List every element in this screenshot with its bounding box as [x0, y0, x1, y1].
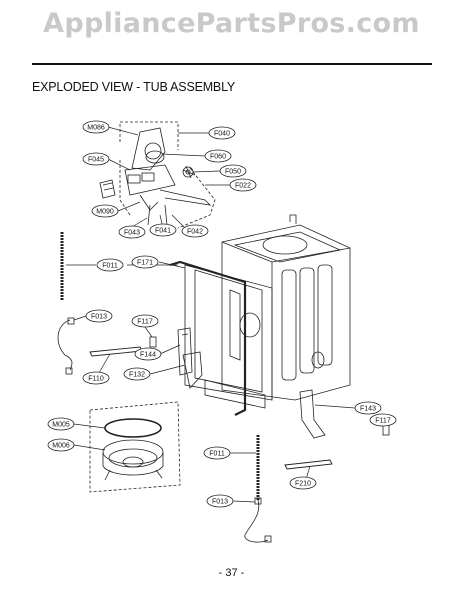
svg-text:F011: F011 [209, 451, 225, 458]
label-f117-left: F117 [131, 314, 159, 328]
label-f040: F040 [208, 126, 236, 140]
pump-assembly-drawing [102, 418, 164, 481]
label-f011-right: F011 [203, 446, 231, 460]
left-bracket-drawing [177, 327, 193, 376]
label-f045: F045 [82, 152, 110, 166]
svg-text:F013: F013 [212, 499, 228, 506]
svg-text:F143: F143 [360, 406, 376, 413]
label-f013-right: F013 [206, 494, 234, 508]
left-clip-drawing [149, 336, 157, 348]
svg-text:F060: F060 [210, 154, 226, 161]
label-f042: F042 [181, 224, 209, 238]
label-m090: M090 [91, 204, 119, 218]
svg-text:M090: M090 [96, 209, 114, 216]
header-rule [32, 63, 432, 65]
svg-text:F210: F210 [295, 481, 311, 488]
svg-text:F171: F171 [137, 260, 153, 267]
label-f013-left: F013 [85, 309, 113, 323]
svg-text:F117: F117 [375, 418, 391, 425]
left-plate-drawing [182, 351, 203, 389]
label-f050: F050 [219, 164, 247, 178]
label-f022: F022 [229, 178, 257, 192]
svg-text:F041: F041 [155, 228, 171, 235]
label-f132: F132 [123, 367, 151, 381]
right-clip-drawing [382, 424, 390, 436]
label-f210: F210 [289, 476, 317, 490]
page-title: EXPLODED VIEW - TUB ASSEMBLY [32, 80, 236, 94]
left-cord-drawing [57, 317, 75, 375]
svg-text:F117: F117 [137, 319, 153, 326]
svg-text:F011: F011 [102, 263, 118, 270]
label-f011-left: F011 [96, 258, 124, 272]
label-f043: F043 [118, 225, 146, 239]
sump-group-boundary [119, 121, 216, 229]
label-m006: M006 [47, 438, 75, 452]
svg-text:F013: F013 [91, 314, 107, 321]
label-f117-right: F117 [369, 413, 397, 427]
svg-text:M006: M006 [52, 443, 70, 450]
svg-text:F050: F050 [225, 169, 241, 176]
svg-text:F043: F043 [124, 230, 140, 237]
leader-lines [66, 126, 387, 503]
label-f110: F110 [82, 371, 110, 385]
pump-group-boundary [89, 401, 181, 493]
right-bracket-drawing [299, 389, 326, 439]
sump-assembly-drawing [99, 127, 212, 226]
svg-text:M005: M005 [52, 422, 70, 429]
svg-text:F042: F042 [187, 229, 203, 236]
label-f060: F060 [204, 149, 232, 163]
svg-text:F045: F045 [88, 157, 104, 164]
label-f143: F143 [354, 401, 382, 415]
part-labels: M086 F040 F045 F060 F050 F022 M090 F043 [47, 120, 397, 508]
label-m086: M086 [82, 120, 110, 134]
svg-text:F022: F022 [235, 183, 251, 190]
svg-text:F040: F040 [214, 131, 230, 138]
label-m005: M005 [47, 417, 75, 431]
watermark-logo: AppliancePartsPros.com [43, 8, 420, 39]
tub-body-drawing [184, 214, 351, 409]
door-gasket-drawing [169, 260, 247, 416]
svg-text:F132: F132 [129, 372, 145, 379]
right-cord-drawing [244, 497, 272, 543]
left-rail-drawing [89, 346, 143, 357]
svg-text:F144: F144 [140, 352, 156, 359]
right-rail-drawing [284, 459, 333, 470]
label-f144: F144 [134, 347, 162, 361]
svg-text:M086: M086 [87, 125, 105, 132]
page-number: - 37 - [218, 567, 245, 579]
label-f171: F171 [131, 255, 159, 269]
label-f041: F041 [149, 223, 177, 237]
svg-text:F110: F110 [88, 376, 104, 383]
